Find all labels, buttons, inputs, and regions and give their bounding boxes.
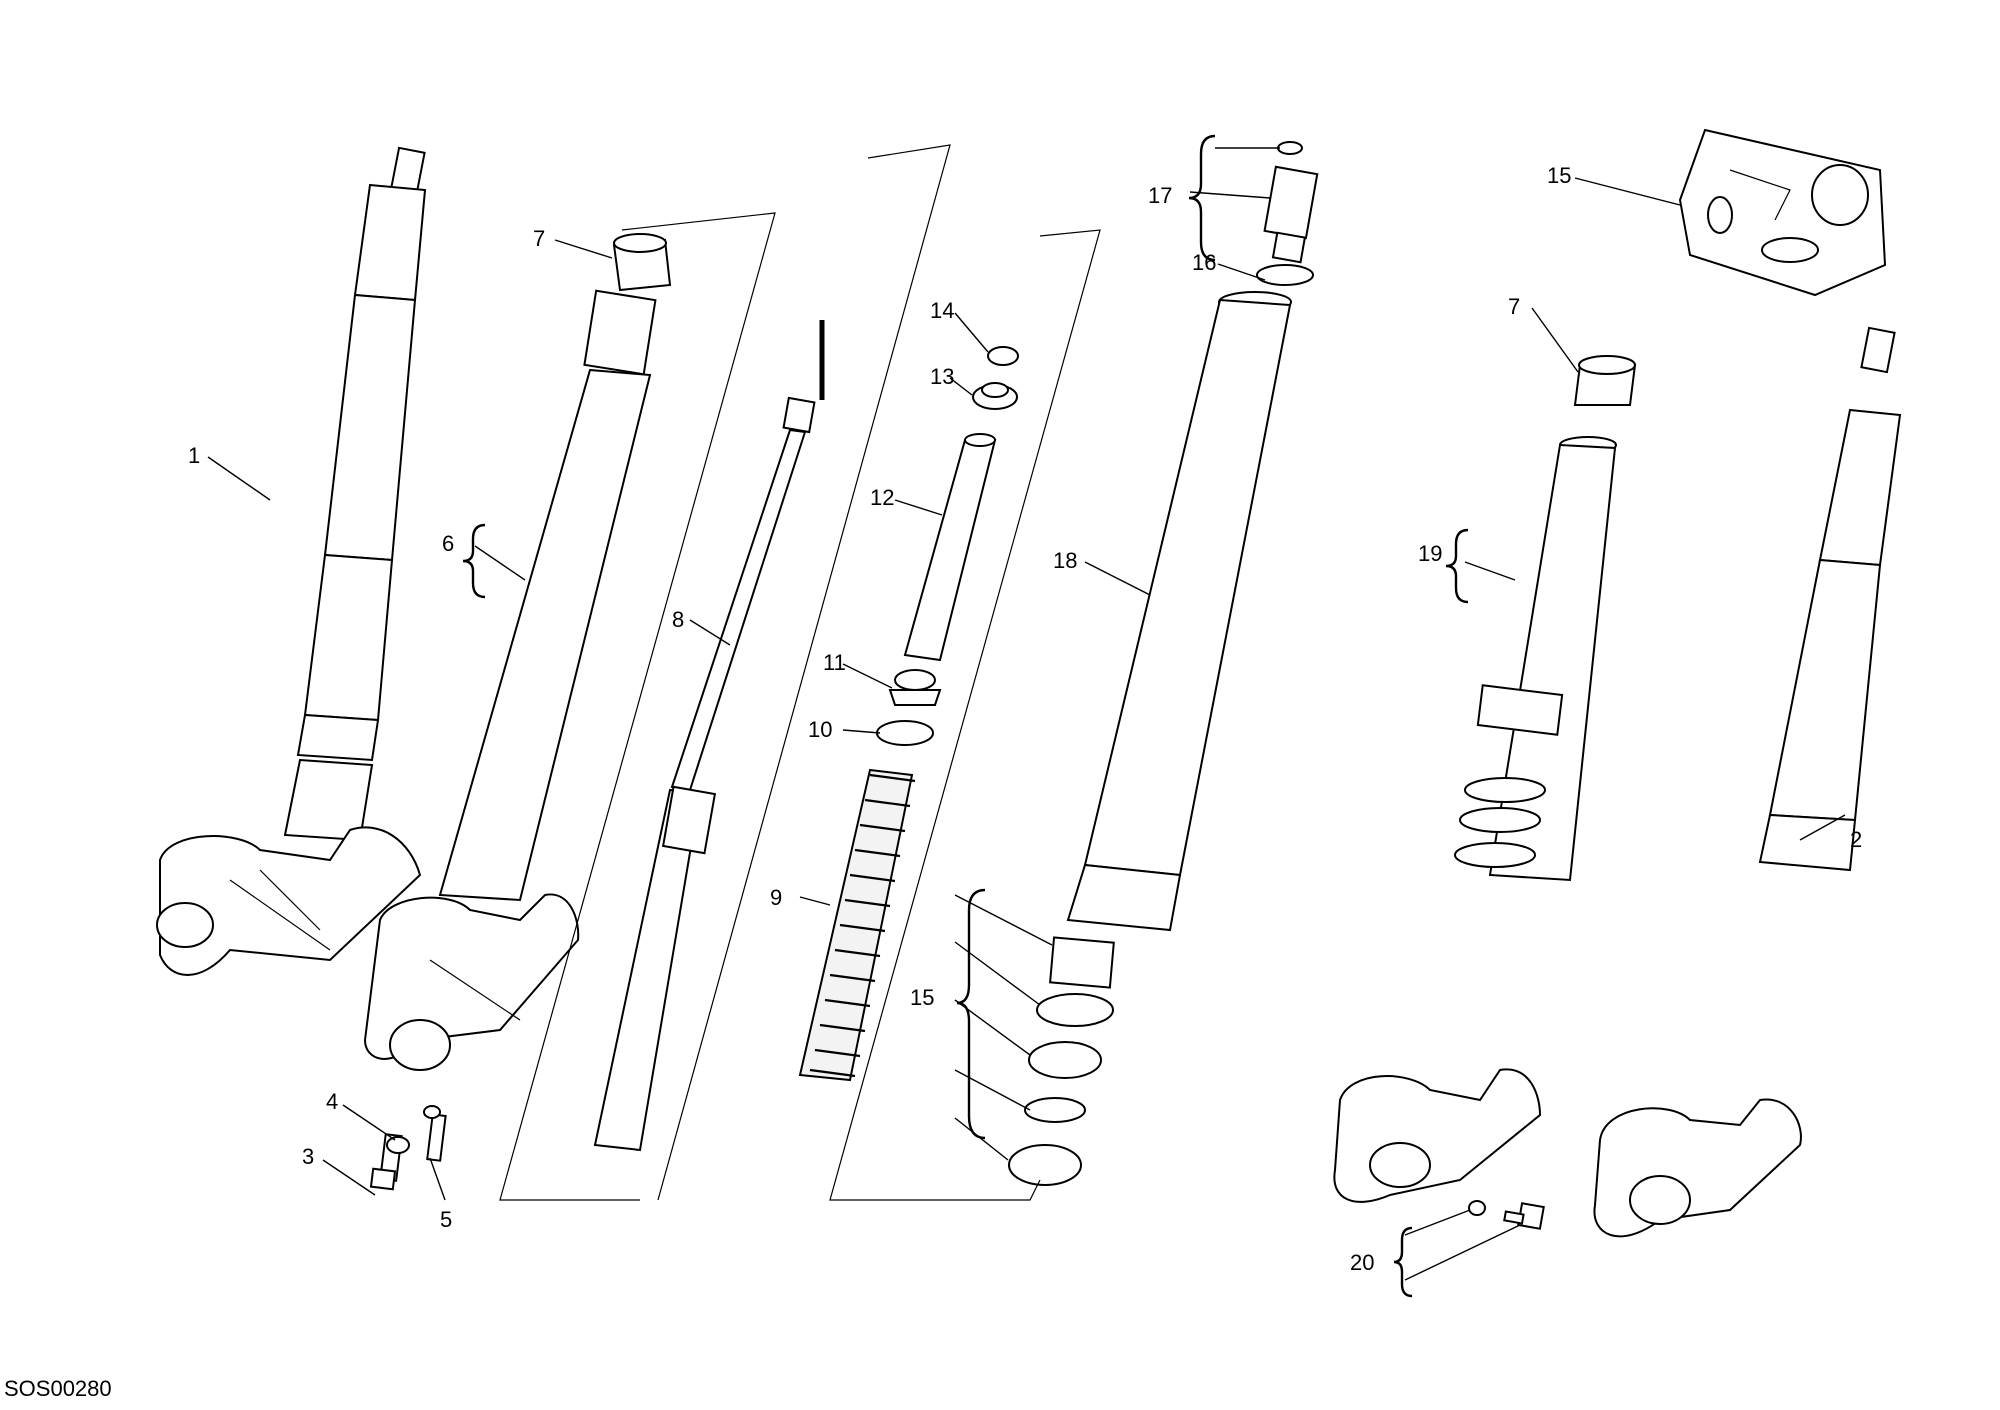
spring-guide-13: [972, 382, 1018, 410]
callout-17: 17: [1148, 183, 1172, 208]
callout-9: 9: [770, 885, 782, 910]
seal-kit-box: [1678, 128, 1887, 297]
fork-spring: [798, 768, 916, 1082]
callout-1: 1: [188, 443, 200, 468]
callout-8: 8: [672, 607, 684, 632]
screw-bolt-washer-set: [369, 1105, 447, 1191]
grouping-frames: [499, 144, 1101, 1201]
spring-seat-11: [888, 669, 942, 706]
leader-lines: [207, 147, 1846, 1281]
callout-6: 6: [442, 531, 454, 556]
callout-14: 14: [930, 298, 954, 323]
inner-tube-assembly: [1333, 436, 1617, 1203]
bleed-valve: [1468, 1200, 1545, 1230]
callout-16: 16: [1192, 250, 1216, 275]
callout-12: 12: [870, 485, 894, 510]
grouping-braces: [462, 134, 1469, 1298]
top-cap-adjuster: [1256, 141, 1319, 286]
callout-19: 19: [1418, 541, 1442, 566]
callout-3: 3: [302, 1144, 314, 1169]
outer-tube-18: [1066, 291, 1292, 932]
callout-7-left: 7: [533, 226, 545, 251]
callout-10: 10: [808, 717, 832, 742]
callout-15-top: 15: [1547, 163, 1571, 188]
outer-tube-assembly: [363, 289, 657, 1071]
drawing-code: SOS00280: [4, 1376, 112, 1401]
callout-20: 20: [1350, 1250, 1374, 1275]
preload-tube-12: [903, 433, 997, 662]
callout-15-center: 15: [910, 985, 934, 1010]
callout-7-right: 7: [1508, 294, 1520, 319]
callout-11: 11: [823, 650, 846, 675]
callout-18: 18: [1053, 548, 1077, 573]
damper-rod: [593, 320, 825, 1152]
bushing-left: [612, 233, 672, 292]
washer-14: [987, 346, 1019, 366]
fork-leg-right-complete: [1593, 326, 1902, 1238]
spacer-ring-10: [876, 720, 934, 746]
callout-2: 2: [1850, 827, 1862, 852]
bushing-right: [1573, 355, 1637, 406]
fork-leg-left-complete: [156, 146, 427, 976]
callout-13: 13: [930, 364, 954, 389]
seal-kit-stack: [1008, 936, 1115, 1186]
callout-labels: 1 2 3 4 5 6 7 7 8 9 10 11 12 13 14 15 15…: [188, 163, 1862, 1275]
callout-5: 5: [440, 1207, 452, 1232]
callout-4: 4: [326, 1089, 338, 1114]
